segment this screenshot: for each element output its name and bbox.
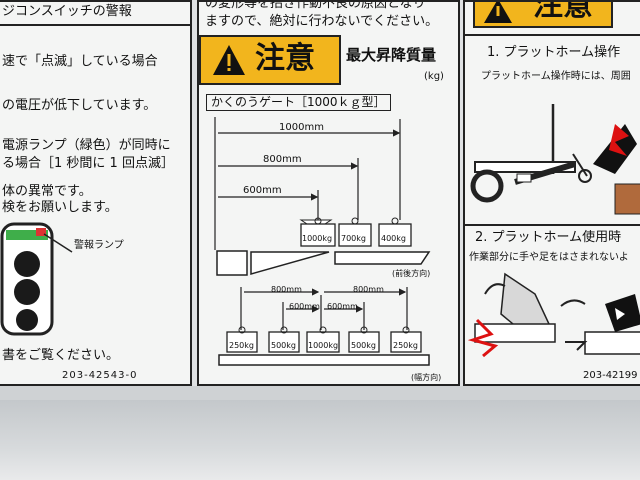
left-line-8: 書をご覧ください。 — [2, 348, 120, 363]
width-distance-inner-right: 600mm — [327, 302, 358, 311]
width-weight-1: 250kg — [229, 341, 254, 350]
width-weight-3: 1000kg — [308, 341, 339, 350]
divider — [465, 224, 640, 226]
divider — [465, 34, 640, 36]
label-bottom-edge — [0, 386, 640, 400]
center-top-line-1: の変形等を招き作動不良の原因となり — [205, 0, 426, 11]
width-weight-2: 500kg — [271, 341, 296, 350]
lamp-label: 警報ランプ — [74, 240, 124, 251]
weight-1000kg: 1000kg — [302, 234, 333, 243]
warning-triangle-icon — [213, 45, 245, 75]
step-2-text: 作業部分に手や足をはさまれないよ — [469, 252, 629, 263]
center-top-line-2: ますので、絶対に行わないでください。 — [205, 14, 439, 29]
section-label: かくのうゲート［1000ｋｇ型］ — [206, 94, 391, 111]
pinch-hazard-illustration — [467, 272, 640, 358]
width-distance-inner-left: 600mm — [289, 302, 320, 311]
width-weight-4: 500kg — [351, 341, 376, 350]
max-lift-panel: の変形等を招き作動不良の原因となり ますので、絶対に行わないでください。 注意 … — [197, 0, 460, 386]
warning-triangle-icon — [484, 2, 512, 23]
caution-label: 注意 — [199, 35, 341, 85]
max-lift-title: 最大昇降質量 — [346, 46, 437, 64]
left-line-4: 電源ランプ（緑色）が同時に — [2, 138, 171, 153]
left-line-3: の電圧が低下しています。 — [2, 98, 157, 113]
divider — [0, 24, 190, 26]
left-line-7: 検をお願いします。 — [2, 200, 118, 215]
width-distance-left: 800mm — [271, 285, 302, 294]
direction-front-rear: (前後方向) — [392, 269, 431, 278]
caution-word: 注意 — [255, 41, 315, 76]
step-1-heading: 1. プラットホーム操作 — [487, 45, 621, 60]
load-diagram — [214, 117, 431, 366]
remote-warning-panel: ジコンスイッチの警報 速で「点滅」している場合 の電圧が低下しています。 電源ラ… — [0, 0, 192, 386]
weight-700kg: 700kg — [341, 234, 366, 243]
distance-600: 600mm — [243, 185, 282, 196]
platform-operation-illustration — [470, 104, 640, 215]
width-weight-5: 250kg — [393, 341, 418, 350]
left-line-2: 速で「点滅」している場合 — [2, 54, 158, 69]
distance-1000: 1000mm — [279, 122, 324, 133]
distance-800: 800mm — [263, 154, 302, 165]
width-distance-right: 800mm — [353, 285, 384, 294]
remote-control-icon — [0, 222, 73, 336]
platform-caution-panel: 注意 1. プラットホーム操作 プラットホーム操作時には、周囲 2. プラットホ… — [463, 0, 640, 386]
right-caution-word: 注意 — [533, 0, 593, 23]
left-line-1: ジコンスイッチの警報 — [2, 4, 132, 19]
step-1-text: プラットホーム操作時には、周囲 — [481, 71, 631, 82]
unit-label: (kg) — [424, 71, 444, 82]
truck-body-surface — [0, 400, 640, 480]
left-line-5: る場合［1 秒間に 1 回点滅］ — [2, 156, 174, 171]
step-2-heading: 2. プラットホーム使用時 — [475, 230, 622, 245]
left-code: 203-42543-0 — [62, 370, 138, 381]
right-caution-label: 注意 — [473, 0, 613, 28]
weight-400kg: 400kg — [381, 234, 406, 243]
right-code: 203-42199 — [583, 370, 638, 381]
direction-width: (幅方向) — [411, 373, 442, 382]
left-line-6: 体の異常です。 — [2, 184, 92, 199]
